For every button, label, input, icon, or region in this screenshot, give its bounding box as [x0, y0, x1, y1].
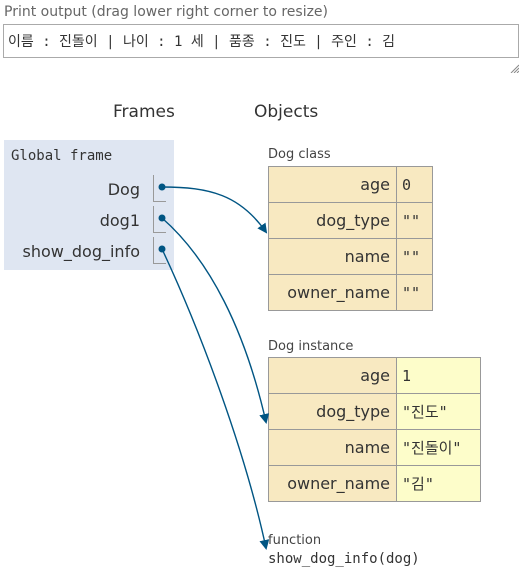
- global-frame: [4, 140, 174, 270]
- print-output-box[interactable]: 이름 : 진돌이 | 나이 : 1 세 | 품종 : 진도 | 주인 : 김: [3, 24, 519, 58]
- function-label: function: [268, 533, 322, 548]
- objects-header: Objects: [254, 102, 319, 122]
- var-pointer-dog1: [153, 206, 166, 233]
- class-row-name: name"": [268, 238, 433, 275]
- inst-row-name: name"진돌이": [268, 429, 481, 466]
- var-name-dog: Dog: [107, 180, 140, 199]
- global-frame-title: Global frame: [11, 148, 113, 164]
- attr-key: owner_name: [268, 465, 397, 502]
- attr-value: 0: [396, 166, 433, 203]
- resize-grip-icon[interactable]: [510, 64, 519, 73]
- class-row-owner-name: owner_name"": [268, 274, 433, 311]
- dog-instance-label: Dog instance: [268, 339, 354, 354]
- attr-key: dog_type: [268, 202, 397, 239]
- attr-value: "": [396, 202, 433, 239]
- inst-row-owner-name: owner_name"김": [268, 465, 481, 502]
- arrow-dog-to-class: [161, 186, 268, 234]
- attr-key: name: [268, 238, 397, 275]
- function-signature: show_dog_info(dog): [268, 551, 420, 567]
- attr-value: "김": [396, 465, 481, 502]
- attr-key: dog_type: [268, 393, 397, 430]
- var-pointer-show-dog-info: [153, 237, 166, 264]
- frames-header: Frames: [113, 102, 175, 122]
- var-pointer-dog: [153, 175, 166, 202]
- attr-value: "": [396, 238, 433, 275]
- class-row-dog-type: dog_type"": [268, 202, 433, 239]
- inst-row-dog-type: dog_type"진도": [268, 393, 481, 430]
- attr-key: age: [268, 166, 397, 203]
- attr-value: "": [396, 274, 433, 311]
- arrow-dog1-to-instance: [161, 217, 270, 424]
- arrow-show-dog-info-to-function: [161, 248, 270, 550]
- print-output-label: Print output (drag lower right corner to…: [4, 4, 329, 20]
- attr-value: 1: [396, 357, 481, 394]
- var-name-show-dog-info: show_dog_info: [22, 242, 140, 261]
- var-name-dog1: dog1: [99, 211, 140, 230]
- dog-class-label: Dog class: [268, 147, 331, 162]
